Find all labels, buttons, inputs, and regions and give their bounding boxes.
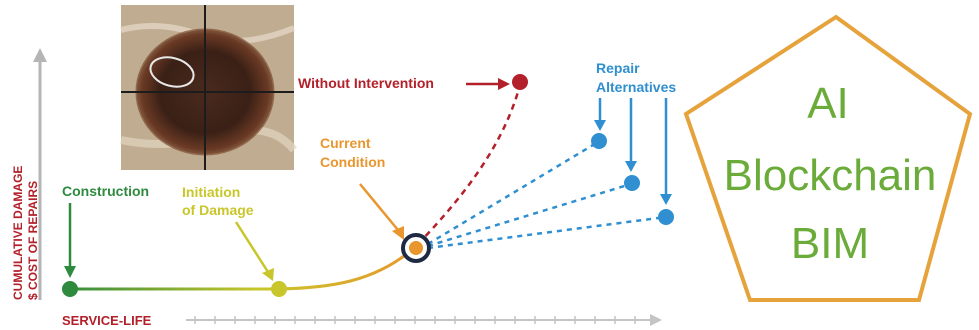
- repair-point-2: [624, 175, 640, 191]
- repair-label-line2: Alternatives: [596, 79, 676, 95]
- without-intervention-path: [417, 84, 522, 245]
- corroded-rebar-photo: [120, 5, 298, 170]
- construction-label: Construction: [62, 183, 149, 199]
- construction-arrowhead: [64, 266, 76, 278]
- pentagon-text-blockchain: Blockchain: [724, 151, 937, 200]
- repair-point-3: [658, 209, 674, 225]
- y-axis-arrowhead: [33, 48, 47, 62]
- without-arrowhead: [498, 78, 510, 90]
- current-arrow-line: [359, 183, 399, 231]
- service-life-curve: [70, 246, 415, 291]
- current-point: [409, 241, 423, 255]
- pentagon-text-bim: BIM: [791, 219, 869, 268]
- repair-paths: [427, 140, 667, 250]
- current-arrowhead: [392, 226, 404, 240]
- repair-point-1: [591, 133, 607, 149]
- initiation-point: [271, 281, 287, 297]
- repair-label-line1: Repair: [596, 60, 640, 76]
- construction-point: [62, 281, 78, 297]
- without-intervention-label: Without Intervention: [298, 75, 434, 91]
- initiation-label-line2: of Damage: [182, 202, 254, 218]
- current-label-line2: Condition: [320, 154, 385, 170]
- highlight-circle: [149, 56, 195, 88]
- y-axis-label-line2: $ COST OF REPAIRS: [26, 181, 40, 300]
- y-axis-label-line1: CUMULATIVE DAMAGE: [11, 166, 25, 300]
- repair-arrows: [594, 98, 672, 205]
- x-axis-arrowhead: [650, 314, 662, 326]
- initiation-arrow-line: [234, 221, 270, 273]
- current-label-line1: Current: [320, 135, 371, 151]
- initiation-arrowhead: [262, 268, 274, 281]
- without-intervention-point: [512, 74, 528, 90]
- pentagon-text-ai: AI: [807, 79, 849, 128]
- x-axis-ticks: [194, 316, 636, 324]
- initiation-label-line1: Initiation: [182, 184, 240, 200]
- technology-pentagon: [683, 14, 973, 302]
- x-axis-label: SERVICE-LIFE: [62, 313, 152, 328]
